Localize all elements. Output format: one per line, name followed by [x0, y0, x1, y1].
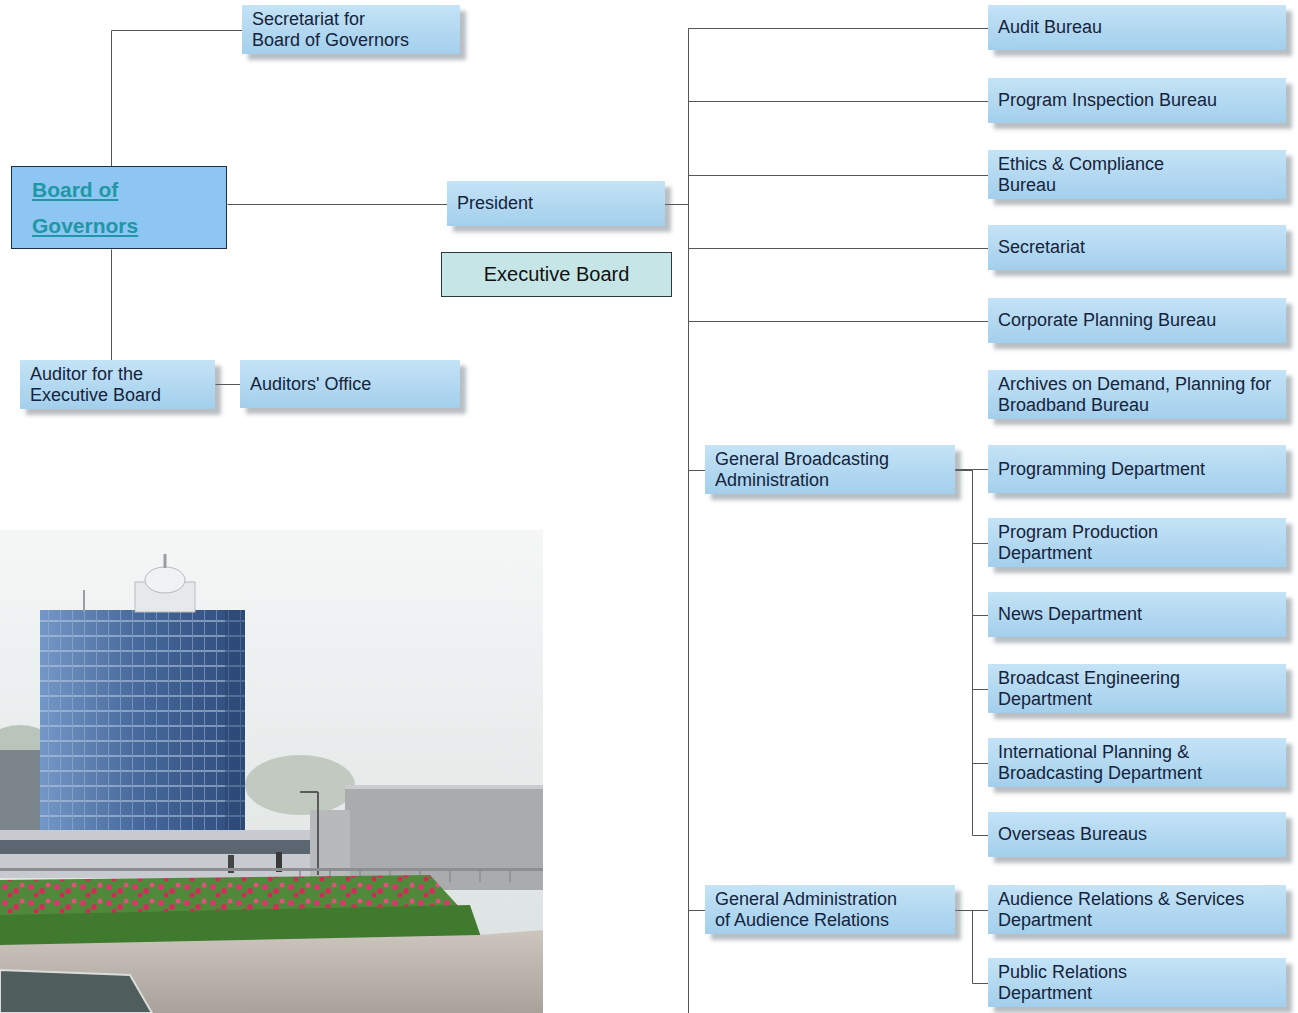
administration-box: General Broadcasting Administration	[705, 445, 955, 494]
tower-side	[225, 610, 245, 850]
box-label: News Department	[998, 604, 1142, 624]
right-building	[345, 785, 543, 890]
label-block: Archives on Demand, Planning for Broadba…	[998, 374, 1276, 414]
box-label: Overseas Bureaus	[998, 824, 1147, 844]
box-label: Program Inspection Bureau	[998, 90, 1217, 110]
railing	[0, 868, 543, 871]
label-block: Corporate Planning Bureau	[998, 310, 1216, 330]
box-label: Public Relations Department	[998, 962, 1198, 1002]
connector	[956, 469, 989, 470]
tower-windows	[40, 610, 245, 850]
connector	[666, 205, 989, 322]
department-box: Overseas Bureaus	[988, 812, 1286, 857]
label-block: Programming Department	[998, 459, 1205, 479]
connector	[666, 205, 706, 471]
connector	[112, 31, 243, 167]
connector	[956, 911, 989, 984]
auditor-box: Auditor for the Executive Board	[20, 360, 215, 409]
bureau-box: Program Inspection Bureau	[988, 78, 1286, 123]
president-box: President	[447, 181, 665, 226]
department-box: Programming Department	[988, 445, 1286, 493]
department-box: Program Production Department	[988, 518, 1286, 567]
department-box: News Department	[988, 592, 1286, 637]
lamp-arm	[300, 791, 318, 793]
label-block: Auditors' Office	[250, 374, 371, 394]
label-block: International Planning & Broadcasting De…	[998, 742, 1268, 782]
tree	[245, 755, 355, 815]
office-box: Auditors' Office	[240, 360, 460, 408]
connector	[666, 176, 989, 205]
connector	[666, 205, 989, 249]
box-label: Audience Relations & Services Department	[998, 889, 1276, 929]
connector	[111, 250, 112, 361]
box-label: International Planning & Broadcasting De…	[998, 742, 1268, 782]
label-block: Executive Board	[484, 263, 630, 285]
roof-edge	[345, 785, 543, 789]
label-block: Broadcast Engineering Department	[998, 668, 1238, 708]
antenna-dome	[145, 567, 185, 593]
department-box: Broadcast Engineering Department	[988, 664, 1286, 713]
label-block: Auditor for the Executive Board	[30, 364, 200, 404]
connector	[228, 204, 448, 205]
box-label: Secretariat	[998, 237, 1085, 257]
label-block: Public Relations Department	[998, 962, 1198, 1002]
connector	[666, 29, 989, 205]
label-block: Secretariat for Board of Governors	[252, 9, 413, 49]
administration-box: General Administration of Audience Relat…	[705, 885, 955, 934]
department-box: Public Relations Department	[988, 958, 1286, 1007]
bureau-box: Audit Bureau	[988, 5, 1286, 50]
bureau-box: Ethics & Compliance Bureau	[988, 150, 1286, 199]
box-label: Corporate Planning Bureau	[998, 310, 1216, 330]
bureau-box: Secretariat	[988, 225, 1286, 270]
pole	[83, 590, 85, 612]
label-block: Overseas Bureaus	[998, 824, 1147, 844]
label-block: General Administration of Audience Relat…	[715, 889, 907, 929]
box-label: Programming Department	[998, 459, 1205, 479]
department-box: International Planning & Broadcasting De…	[988, 738, 1286, 787]
executive-board-box: Executive Board	[441, 252, 672, 297]
label-block: Board of Governors	[32, 172, 182, 244]
box-label: Audit Bureau	[998, 17, 1102, 37]
box-label: Auditor for the Executive Board	[30, 364, 200, 404]
bureau-box: Corporate Planning Bureau	[988, 298, 1286, 343]
box-label: Archives on Demand, Planning for Broadba…	[998, 374, 1276, 414]
box-label: Auditors' Office	[250, 374, 371, 394]
street-lamp	[317, 792, 319, 875]
box-label: Secretariat for Board of Governors	[252, 9, 413, 49]
box-label: General Administration of Audience Relat…	[715, 889, 907, 929]
connector	[216, 384, 241, 385]
secretariat-box: Secretariat for Board of Governors	[242, 5, 460, 54]
label-block: Audience Relations & Services Department	[998, 889, 1276, 929]
connector	[666, 102, 989, 205]
podium-windows	[0, 840, 330, 854]
sky	[0, 530, 543, 1013]
building-photo	[0, 530, 543, 1013]
label-block: Secretariat	[998, 237, 1085, 257]
label-block: Program Production Department	[998, 522, 1218, 562]
box-label: Ethics & Compliance Bureau	[998, 154, 1198, 194]
box-label: Executive Board	[484, 263, 630, 285]
box-label: Board of Governors	[32, 172, 182, 244]
box-label: General Broadcasting Administration	[715, 449, 945, 489]
department-box: Audience Relations & Services Department	[988, 885, 1286, 934]
label-block: Program Inspection Bureau	[998, 90, 1217, 110]
pavement	[0, 930, 543, 1013]
label-block: President	[457, 193, 533, 213]
box-label: Program Production Department	[998, 522, 1218, 562]
board-box: Board of Governors	[11, 166, 227, 249]
tower	[40, 610, 245, 850]
antenna	[164, 554, 167, 568]
connector	[956, 471, 989, 836]
connector	[666, 205, 706, 911]
label-block: Ethics & Compliance Bureau	[998, 154, 1198, 194]
box-label: Broadcast Engineering Department	[998, 668, 1238, 708]
label-block: General Broadcasting Administration	[715, 449, 945, 489]
pool	[0, 970, 152, 1013]
bureau-box: Archives on Demand, Planning for Broadba…	[988, 370, 1286, 419]
label-block: Audit Bureau	[998, 17, 1102, 37]
label-block: News Department	[998, 604, 1142, 624]
box-label: President	[457, 193, 533, 213]
